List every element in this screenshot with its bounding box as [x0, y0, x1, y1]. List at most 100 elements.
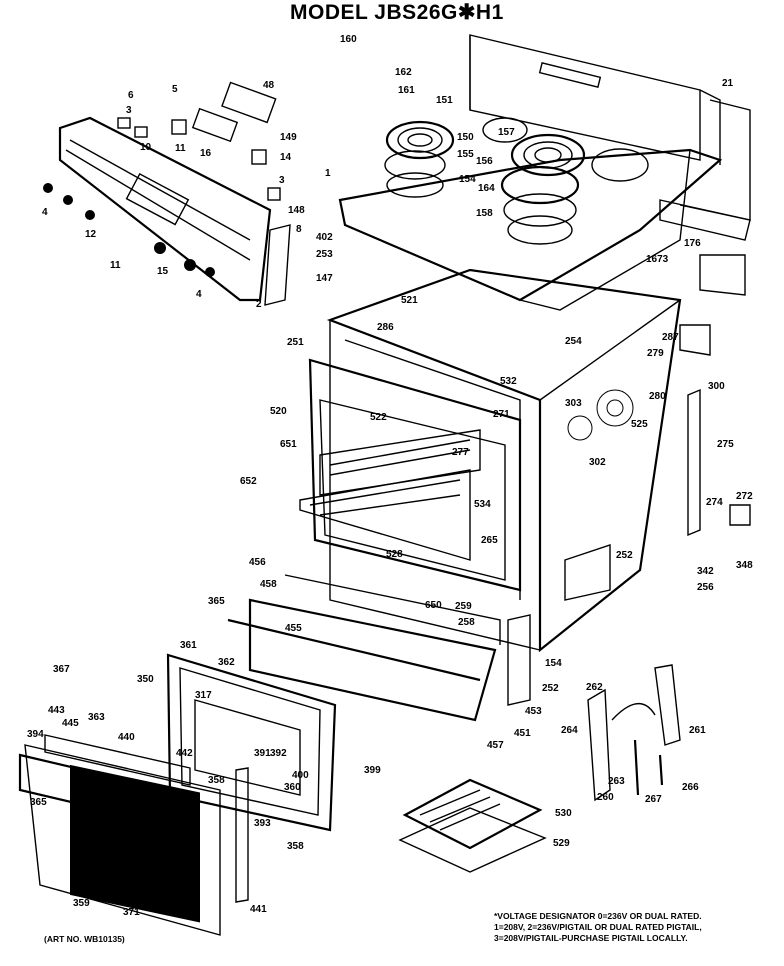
- part-label: 440: [118, 732, 135, 743]
- part-label: 350: [137, 674, 154, 685]
- part-label: 279: [647, 348, 664, 359]
- part-label: 358: [287, 841, 304, 852]
- part-label: 15: [157, 266, 169, 277]
- note-line: 3=208V/PIGTAIL-PURCHASE PIGTAIL LOCALLY.: [494, 933, 688, 943]
- part-label: 361: [180, 640, 197, 651]
- part-label: 358: [208, 775, 225, 786]
- part-label: 275: [717, 439, 734, 450]
- part-label: 302: [589, 457, 606, 468]
- part-label: 5: [172, 84, 178, 95]
- part-label: 164: [478, 183, 495, 194]
- part-label: 161: [398, 85, 415, 96]
- part-label: 394: [27, 729, 44, 740]
- part-label: 4: [196, 289, 202, 300]
- part-label: 399: [364, 765, 381, 776]
- part-label: 287: [662, 332, 679, 343]
- part-label: 150: [457, 132, 474, 143]
- part-label: 265: [481, 535, 498, 546]
- part-label: 263: [608, 776, 625, 787]
- part-label: 156: [476, 156, 493, 167]
- part-label: 443: [48, 705, 65, 716]
- part-label: 365: [208, 596, 225, 607]
- part-label: 252: [616, 550, 633, 561]
- part-label: 442: [176, 748, 193, 759]
- part-label: 280: [649, 391, 666, 402]
- part-label: 12: [85, 229, 97, 240]
- part-label: 258: [458, 617, 475, 628]
- part-label: 11: [175, 143, 186, 154]
- part-label: 303: [565, 398, 582, 409]
- part-label: 272: [736, 491, 753, 502]
- part-label: 520: [270, 406, 287, 417]
- part-label: 359: [73, 898, 90, 909]
- part-label: 271: [493, 409, 510, 420]
- part-label: 10: [140, 142, 152, 153]
- art-number: (ART NO. WB10135): [44, 934, 125, 944]
- part-label: 148: [288, 205, 305, 216]
- part-label: 521: [401, 295, 418, 306]
- part-label: 650: [425, 600, 442, 611]
- part-label: 400: [292, 770, 309, 781]
- part-label: 48: [263, 80, 275, 91]
- part-label: 262: [586, 682, 603, 693]
- part-label: 522: [370, 412, 387, 423]
- part-label: 530: [555, 808, 572, 819]
- part-label: 259: [455, 601, 472, 612]
- part-label: 264: [561, 725, 578, 736]
- part-label: 251: [287, 337, 304, 348]
- part-label: 277: [452, 447, 469, 458]
- part-label: 453: [525, 706, 542, 717]
- part-label: 451: [514, 728, 531, 739]
- broiler-pan: [398, 778, 547, 873]
- part-label: 1673: [646, 254, 669, 265]
- part-label: 155: [457, 149, 474, 160]
- cooktop-assembly: [338, 34, 751, 311]
- part-label: 441: [250, 904, 267, 915]
- part-label: 528: [386, 549, 403, 560]
- part-label: 266: [682, 782, 699, 793]
- note-line: *VOLTAGE DESIGNATOR 0=236V OR DUAL RATED…: [494, 911, 702, 921]
- hinge-parts: [587, 664, 681, 802]
- part-label: 261: [689, 725, 706, 736]
- part-label: 365: [30, 797, 47, 808]
- part-label: 458: [260, 579, 277, 590]
- part-label: 360: [284, 782, 301, 793]
- part-label: 362: [218, 657, 235, 668]
- voltage-designator-note: *VOLTAGE DESIGNATOR 0=236V OR DUAL RATED…: [494, 911, 702, 944]
- part-label: 391: [254, 748, 271, 759]
- part-label: 160: [340, 34, 357, 45]
- part-label: 300: [708, 381, 725, 392]
- part-label: 445: [62, 718, 79, 729]
- part-label: 3: [279, 175, 285, 186]
- part-label: 455: [285, 623, 302, 634]
- part-label: 4: [42, 207, 48, 218]
- part-label: 16: [200, 148, 212, 159]
- part-label: 402: [316, 232, 333, 243]
- part-label: 21: [722, 78, 734, 89]
- part-label: 260: [597, 792, 614, 803]
- part-label: 534: [474, 499, 491, 510]
- part-label: 371: [123, 907, 140, 918]
- note-line: 1=208V, 2=236V/PIGTAIL OR DUAL RATED PIG…: [494, 922, 702, 932]
- part-label: 157: [498, 127, 515, 138]
- part-label: 348: [736, 560, 753, 571]
- part-label: 162: [395, 67, 412, 78]
- part-label: 256: [697, 582, 714, 593]
- part-label: 267: [645, 794, 662, 805]
- part-label: 367: [53, 664, 70, 675]
- part-label: 342: [697, 566, 714, 577]
- part-label: 393: [254, 818, 271, 829]
- part-labels: 160 162 161 6 5 48 21 151 157 150 155 15…: [27, 34, 753, 918]
- part-label: 3: [126, 105, 132, 116]
- diagram-title: MODEL JBS26G✱H1: [290, 1, 504, 24]
- part-label: 6: [128, 90, 134, 101]
- part-label: 176: [684, 238, 701, 249]
- part-label: 363: [88, 712, 105, 723]
- part-label: 149: [280, 132, 297, 143]
- part-label: 529: [553, 838, 570, 849]
- part-label: 457: [487, 740, 504, 751]
- part-label: 147: [316, 273, 333, 284]
- part-label: 1: [325, 168, 331, 179]
- part-label: 151: [436, 95, 453, 106]
